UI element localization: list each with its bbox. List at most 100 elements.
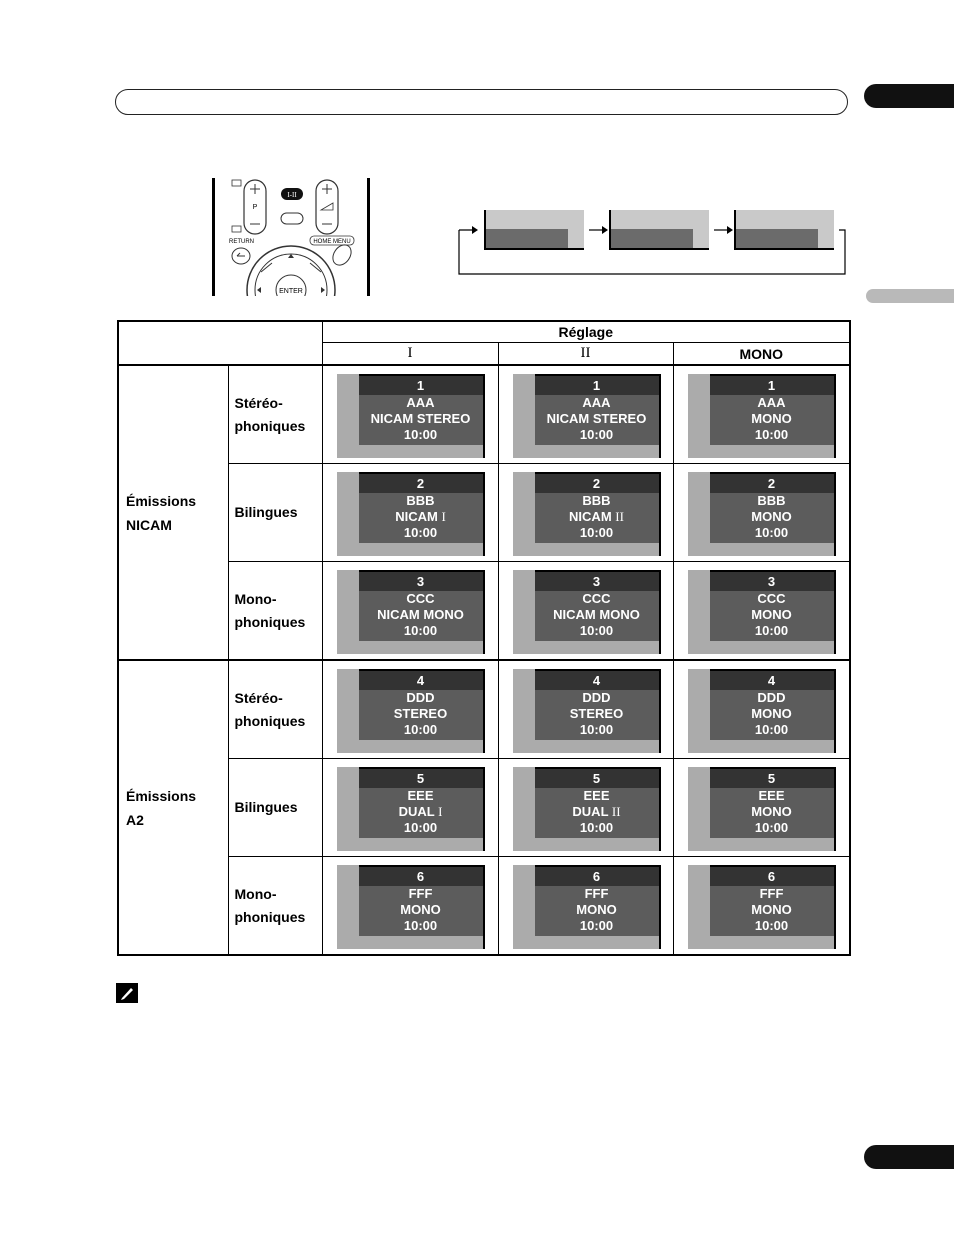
dual-sound-button[interactable]: I-II	[281, 188, 303, 200]
osd-channel-name: AAA	[582, 395, 611, 410]
osd-audio-channel-numeral: I	[438, 804, 443, 819]
type-label-line: phoniques	[234, 908, 306, 925]
osd-audio-mode: MONO	[710, 902, 834, 918]
osd-channel-number: 4	[534, 671, 659, 690]
osd-channel-name: DDD	[757, 690, 786, 705]
program-type-label: Mono-phoniques	[227, 856, 323, 956]
osd-clock: 10:00	[579, 525, 614, 540]
osd-clock: 10:00	[754, 525, 789, 540]
osd-audio-mode: DUAL II	[535, 804, 659, 820]
osd-channel-name: CCC	[582, 591, 611, 606]
osd-audio-mode-text: NICAM STEREO	[546, 411, 647, 426]
group-label-line: NICAM	[126, 516, 172, 533]
osd-audio-mode: MONO	[359, 902, 483, 918]
program-type-label: Bilingues	[227, 463, 323, 562]
group-label-line: Émissions	[126, 492, 197, 509]
type-label-line: Mono-	[234, 885, 277, 902]
osd-audio-channel-numeral: II	[611, 804, 621, 819]
osd-channel-number: 2	[709, 474, 834, 493]
osd-channel-name: AAA	[406, 395, 435, 410]
osd-channel-name: CCC	[757, 591, 786, 606]
table-corner	[117, 320, 323, 366]
osd-channel-name: EEE	[407, 788, 434, 803]
type-label-line: Mono-	[234, 590, 277, 607]
osd-channel-name: DDD	[582, 690, 611, 705]
flow-screen-2	[609, 210, 709, 250]
osd-audio-mode-text: NICAM MONO	[377, 607, 464, 622]
osd-audio-mode-text: NICAM MONO	[553, 607, 640, 622]
direction-pad[interactable]	[246, 245, 336, 296]
osd-audio-mode: NICAM I	[359, 509, 483, 525]
osd-audio-mode: NICAM STEREO	[535, 411, 659, 427]
osd-channel-number: 4	[709, 671, 834, 690]
osd-audio-mode-text: MONO	[751, 902, 792, 917]
osd-audio-mode-text: MONO	[751, 411, 792, 426]
mute-button[interactable]	[280, 212, 304, 225]
group-label-line: A2	[126, 811, 144, 828]
group-label-line: Émissions	[126, 787, 197, 804]
column-header: II	[497, 342, 674, 366]
reglage-header: Réglage	[321, 320, 851, 343]
osd-audio-mode-text: MONO	[400, 902, 441, 917]
osd-audio-mode-text: MONO	[576, 902, 617, 917]
osd-channel-number: 1	[534, 376, 659, 395]
osd-audio-mode: MONO	[535, 902, 659, 918]
osd-channel-name: FFF	[584, 886, 609, 901]
program-type-label: Stéréo-phoniques	[227, 364, 323, 464]
return-label: RETURN	[229, 239, 254, 245]
osd-clock: 10:00	[403, 918, 438, 933]
osd-audio-mode-text: MONO	[751, 509, 792, 524]
osd-channel-name: FFF	[408, 886, 433, 901]
osd-audio-mode: NICAM MONO	[535, 607, 659, 623]
osd-clock: 10:00	[403, 722, 438, 737]
osd-channel-name: DDD	[406, 690, 435, 705]
osd-channel-number: 3	[358, 572, 483, 591]
osd-clock: 10:00	[579, 722, 614, 737]
osd-audio-mode: MONO	[710, 706, 834, 722]
column-header: I	[321, 342, 499, 366]
enter-button[interactable]	[275, 274, 307, 296]
page-number-tab	[864, 1145, 954, 1169]
return-button[interactable]	[231, 247, 251, 265]
home-menu-button[interactable]	[329, 241, 355, 268]
type-label-line: Bilingues	[234, 504, 298, 520]
osd-channel-number: 3	[534, 572, 659, 591]
osd-clock: 10:00	[579, 623, 614, 638]
